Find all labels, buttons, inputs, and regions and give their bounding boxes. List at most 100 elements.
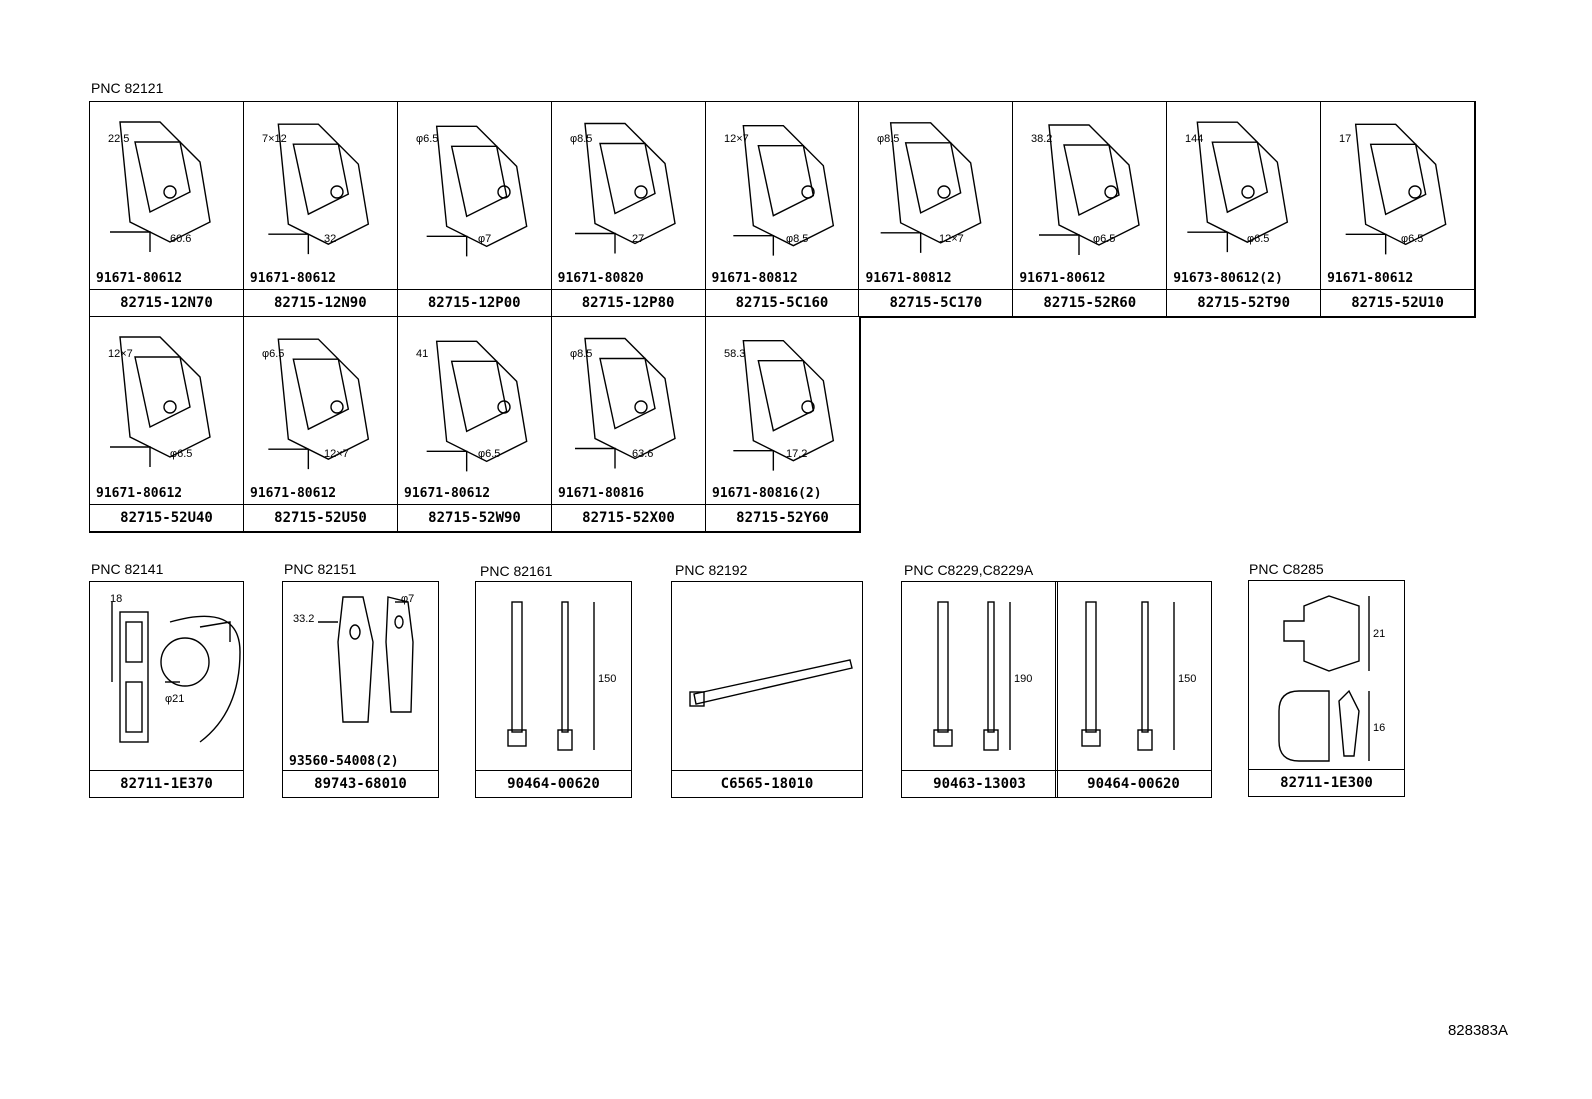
dimension-label: φ7 [478, 233, 491, 245]
bracket-row-2: 12×7 φ6.5 91671-80612 82715-52U40 φ6.5 12×7 91… [89, 316, 861, 533]
part-number: 89743-68010 [283, 770, 438, 797]
bracket-drawing: 22.5 60.6 [108, 121, 211, 252]
diagram-code: 828383A [1447, 1022, 1508, 1039]
part-number: 82711-1E370 [90, 770, 243, 797]
dimension-label: φ6.5 [262, 348, 284, 360]
part-box-82711-1e300: 21 16 82711-1E300 [1248, 580, 1405, 797]
bracket-drawing: 33.2 φ7 [293, 593, 414, 723]
bolt-number: 93560-54008(2) [289, 754, 399, 769]
dimension-label: 150 [598, 673, 616, 685]
dimension-label: 12×7 [324, 448, 349, 460]
pnc-label-82141: PNC 82141 [91, 561, 164, 577]
part-box-90463-13003: 190 90463-13003 [901, 581, 1058, 798]
dimension-label: φ6.5 [478, 448, 500, 460]
bracket-drawing: 38.2 φ6.5 [1031, 124, 1141, 255]
cable-tie-diagonal-drawing [689, 659, 853, 707]
dimension-label: 22.5 [108, 133, 129, 145]
dimension-label: 12×7 [724, 133, 749, 145]
bracket-drawing: φ8.512×7 [877, 122, 982, 253]
part-number: 82715-12P80 [551, 289, 705, 316]
part-box-90464-00620-b: 150 90464-00620 [1055, 581, 1212, 798]
part-number: 82715-5C160 [705, 289, 859, 316]
dimension-label: 144 [1185, 133, 1203, 145]
dimension-label: φ6.5 [1093, 233, 1115, 245]
clip-drawing: 21 16 [1278, 595, 1385, 762]
dimension-label: 17.2 [786, 448, 807, 460]
dimension-label: φ6.5 [1401, 233, 1423, 245]
dimension-label: 58.3 [724, 348, 745, 360]
pnc-label-82151: PNC 82151 [284, 561, 357, 577]
part-cell: φ8.5 27 91671-80820 82715-12P80 [550, 101, 706, 317]
dimension-label: φ6.5 [416, 133, 438, 145]
part-number: 82715-52R60 [1013, 289, 1167, 316]
dimension-label: φ6.5 [170, 448, 192, 460]
bracket-drawing: 17 φ6.5 [1339, 123, 1447, 255]
part-box-90464-00620: 150 90464-00620 [475, 581, 632, 798]
dimension-label: 18 [110, 593, 122, 605]
pnc-label-c8285: PNC C8285 [1249, 561, 1324, 577]
part-number: 82715-52U10 [1321, 289, 1474, 316]
part-number: 90464-00620 [476, 770, 631, 797]
bolt-number: 91671-80812 [711, 271, 798, 286]
bolt-number: 91671-80612 [96, 486, 183, 501]
bolt-number: 91671-80820 [557, 271, 644, 286]
dimension-label: φ8.5 [786, 233, 808, 245]
bolt-number: 91671-80816 [558, 486, 645, 501]
cable-tie-drawing: 150 [507, 601, 616, 751]
bolt-number: 91671-80812 [865, 271, 952, 286]
part-number: 90464-00620 [1056, 770, 1211, 797]
bolt-number: 91671-80612 [1327, 271, 1414, 286]
part-cell: 12×7 φ8.5 91671-80812 82715-5C160 [704, 101, 860, 317]
dimension-label: 27 [632, 233, 644, 245]
dimension-label: φ8.5 [877, 133, 899, 145]
part-cell: 12×7 φ6.5 91671-80612 82715-52U40 [89, 316, 244, 532]
part-number: 82715-52T90 [1167, 289, 1321, 316]
part-number: 82715-12N70 [90, 289, 243, 316]
part-number: 82715-52U50 [244, 504, 397, 531]
bolt-number: 91671-80612 [249, 271, 336, 286]
part-number: 82715-12N90 [243, 289, 397, 316]
bracket-drawing: 12×7 φ8.5 [724, 124, 834, 256]
bolt-number: 91671-80612 [250, 486, 337, 501]
clamp-drawing: 18 φ21 [110, 593, 241, 743]
bracket-drawing: φ8.563.6 [570, 337, 676, 469]
pnc-label-82161: PNC 82161 [480, 563, 553, 579]
part-cell: 17 φ6.5 91671-80612 82715-52U10 [1320, 101, 1475, 317]
dimension-label: 21 [1373, 628, 1385, 640]
dimension-label: 60.6 [170, 233, 191, 245]
part-cell: φ6.5 12×7 91671-80612 82715-52U50 [243, 316, 398, 532]
pnc-label-82192: PNC 82192 [675, 562, 748, 578]
bracket-drawing: 58.3 17.2 [724, 339, 835, 471]
dimension-label: 33.2 [293, 613, 314, 625]
part-number: 82715-52W90 [398, 504, 551, 531]
part-number: 82711-1E300 [1249, 769, 1404, 796]
dimension-label: 38.2 [1031, 133, 1052, 145]
part-box-89743-68010: 33.2 φ7 93560-54008(2) 89743-68010 [282, 581, 439, 798]
cable-tie-drawing: 190 [933, 601, 1032, 751]
part-number: 82715-52U40 [90, 504, 243, 531]
bolt-number: 91673-80612(2) [1173, 271, 1283, 286]
cable-tie-drawing: 150 [1081, 601, 1196, 751]
bolt-number: 91671-80612 [1019, 271, 1106, 286]
bracket-drawing: φ6.5 φ7 [416, 125, 528, 257]
part-cell: 38.2 φ6.5 91671-80612 82715-52R60 [1012, 101, 1168, 317]
bolt-number: 91671-80612 [96, 271, 183, 286]
bracket-drawing: 12×7 φ6.5 [108, 336, 211, 467]
dimension-label: 17 [1339, 133, 1351, 145]
dimension-label: 150 [1178, 673, 1196, 685]
part-box-82711-1e370: 18 φ21 82711-1E370 [89, 581, 244, 798]
dimension-label: φ21 [165, 693, 184, 705]
dimension-label: 12×7 [108, 348, 133, 360]
part-box-c6565-18010: C6565-18010 [671, 581, 863, 798]
dimension-label: φ8.5 [570, 133, 592, 145]
